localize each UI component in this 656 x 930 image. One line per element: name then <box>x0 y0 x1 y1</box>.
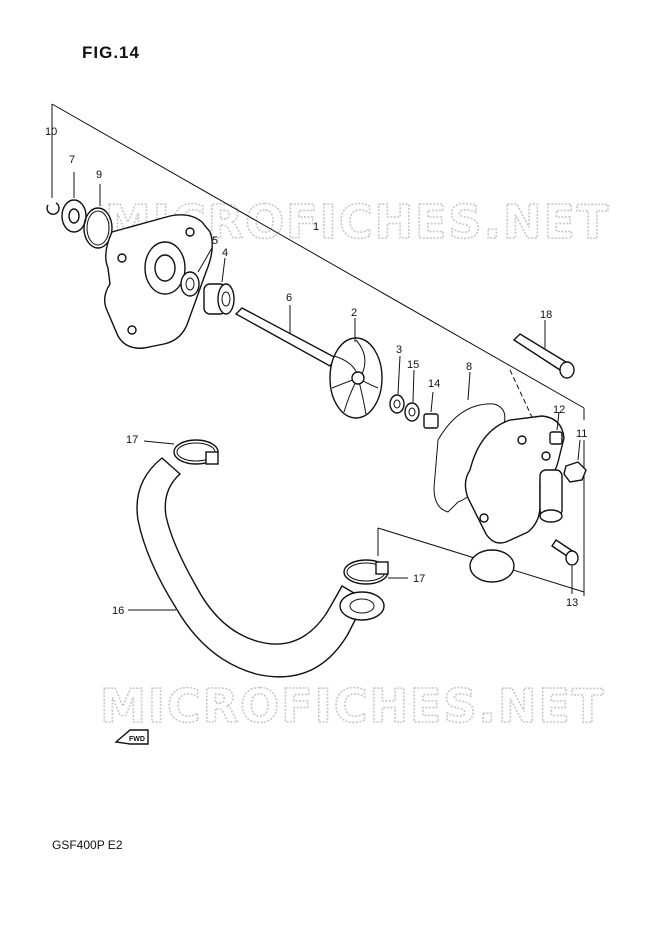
frame-line-top <box>51 103 585 409</box>
callout-13: 13 <box>566 597 578 609</box>
o-ring-part <box>83 184 113 249</box>
watermark-bottom: MICROFICHES.NET <box>100 679 605 733</box>
callout-6: 6 <box>286 292 292 304</box>
forward-arrow-label: FWD <box>129 736 145 743</box>
bolt-11-part <box>563 439 587 483</box>
callout-10: 10 <box>45 126 57 138</box>
pump-cover-part <box>464 415 565 583</box>
callout-4: 4 <box>222 247 228 259</box>
nut-part <box>404 369 420 422</box>
callout-15: 15 <box>407 359 419 371</box>
callout-8: 8 <box>466 361 472 373</box>
bolt-13-part <box>551 539 579 594</box>
long-bolt-part <box>509 320 575 431</box>
callout-16: 16 <box>112 605 124 617</box>
bolt-14-part <box>423 391 439 429</box>
callout-17-top: 17 <box>126 434 138 446</box>
bolt-12-part <box>549 411 563 445</box>
impeller-part <box>329 318 383 419</box>
callout-12: 12 <box>553 404 565 416</box>
mechanical-seal-part <box>203 257 235 315</box>
callout-2: 2 <box>351 307 357 319</box>
washer-part <box>389 355 405 414</box>
callout-17-bottom: 17 <box>413 573 425 585</box>
callout-14: 14 <box>428 378 440 390</box>
callout-5: 5 <box>212 235 218 247</box>
callout-9: 9 <box>96 169 102 181</box>
figure-title: FIG.14 <box>82 43 140 62</box>
hose-clamp-top-part <box>143 439 219 465</box>
pump-case-part <box>103 214 213 349</box>
callout-1: 1 <box>313 221 319 233</box>
model-code: GSF400P E2 <box>52 838 123 852</box>
forward-arrow: FWD <box>114 729 149 745</box>
callout-7: 7 <box>69 154 75 166</box>
callout-11: 11 <box>576 428 587 440</box>
callout-3: 3 <box>396 344 402 356</box>
water-hose-part <box>128 457 385 678</box>
callout-18: 18 <box>540 309 552 321</box>
bearing-part <box>61 172 87 233</box>
oil-seal-part <box>180 247 213 297</box>
circlip-part <box>46 140 60 215</box>
hose-clamp-bottom-part <box>343 559 408 585</box>
pump-shaft-part <box>234 305 338 367</box>
